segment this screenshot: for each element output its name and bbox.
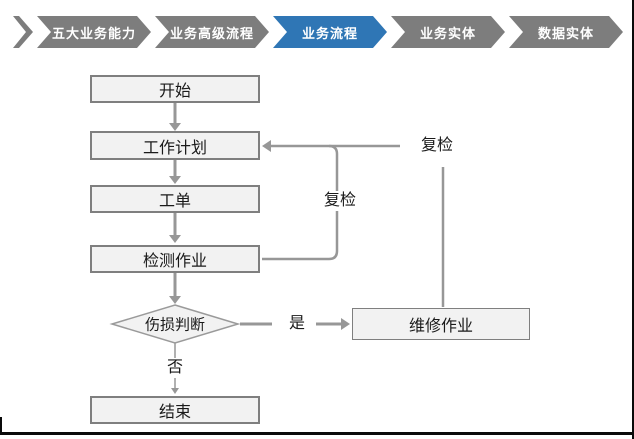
edge-label-recheck-from-repair: 复检 bbox=[420, 137, 454, 154]
decision-diamond-shape bbox=[109, 304, 241, 344]
process-breadcrumb: 五大业务能力 业务高级流程 业务流程 业务实体 数据实体 bbox=[13, 16, 623, 48]
tab-business-entity[interactable]: 业务实体 bbox=[391, 16, 505, 48]
tab-business-highlevel-process[interactable]: 业务高级流程 bbox=[155, 16, 269, 48]
tab-business-process[interactable]: 业务流程 bbox=[273, 16, 387, 48]
page-border-right bbox=[632, 0, 634, 439]
edge-label-recheck-from-inspect: 复检 bbox=[320, 191, 360, 211]
tab-data-entity[interactable]: 数据实体 bbox=[509, 16, 623, 48]
node-work-plan: 工作计划 bbox=[90, 131, 260, 160]
node-start: 开始 bbox=[90, 75, 260, 103]
page-border-bottom bbox=[0, 432, 634, 435]
node-repair-work: 维修作业 bbox=[352, 308, 530, 340]
node-work-order: 工单 bbox=[90, 185, 260, 213]
node-damage-decision-label: 伤损判断 bbox=[144, 316, 206, 334]
edge-label-yes: 是 bbox=[288, 315, 306, 332]
tab-five-business-capabilities[interactable]: 五大业务能力 bbox=[37, 16, 151, 48]
node-inspection-work: 检测作业 bbox=[90, 245, 260, 273]
edge-label-no: 否 bbox=[163, 358, 187, 378]
node-end: 结束 bbox=[90, 396, 260, 424]
page-border-left-stub bbox=[0, 417, 2, 435]
